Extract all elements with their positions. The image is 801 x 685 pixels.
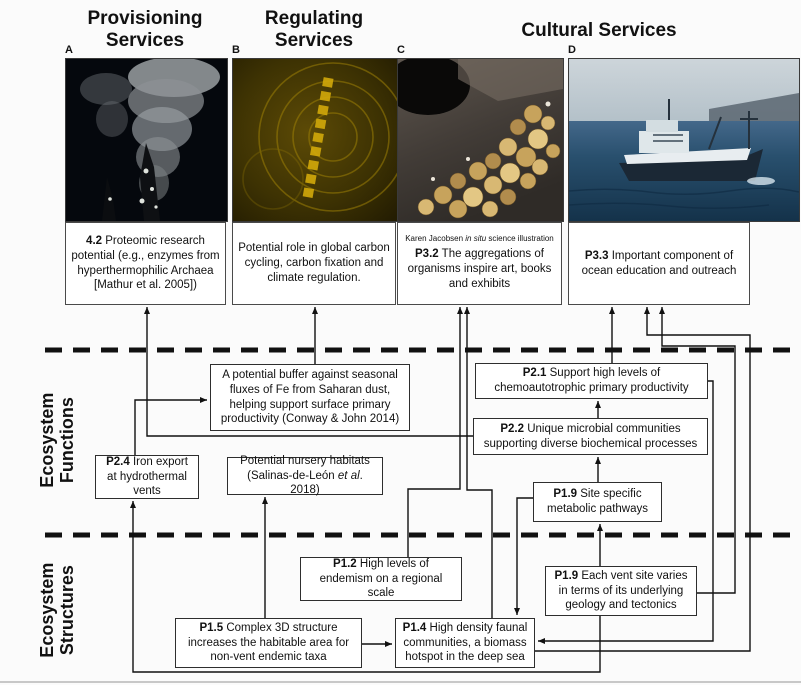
header-provisioning-services: Provisioning Services bbox=[87, 8, 203, 51]
panel-d-image-research-vessel bbox=[568, 58, 800, 222]
structure-box-complex-3d-structure: P1.5 Complex 3D structure increases the … bbox=[175, 618, 362, 668]
header-regulating-services: Regulating Services bbox=[264, 8, 364, 51]
service-box-c-text: P3.2 The aggregations of organisms inspi… bbox=[407, 247, 552, 290]
function-box-p19ss-text: P1.9 Site specific metabolic pathways bbox=[547, 488, 648, 515]
arrow-p19ev-to-p24 bbox=[130, 501, 601, 673]
arrow-p19ss-to-p14 bbox=[514, 497, 533, 615]
arrow-p22-to-panel-a bbox=[144, 307, 473, 437]
structure-box-faunal-communities: P1.4 High density faunal communities, a … bbox=[395, 618, 535, 668]
function-box-metabolic-pathways: P1.9 Site specific metabolic pathways bbox=[533, 482, 662, 522]
structure-box-p19ev-text: P1.9 Each vent site varies in terms of i… bbox=[554, 569, 688, 612]
panel-c-caption: Karen Jacobsen in situ science illustrat… bbox=[405, 234, 554, 244]
service-box-a-text: 4.2 Proteomic research potential (e.g., … bbox=[71, 234, 220, 292]
service-box-proteomic-research: 4.2 Proteomic research potential (e.g., … bbox=[65, 222, 226, 305]
service-box-carbon-cycling: Potential role in global carbon cycling,… bbox=[232, 222, 396, 305]
structure-box-p14-text: P1.4 High density faunal communities, a … bbox=[402, 621, 528, 664]
function-box-microbial-communities: P2.2 Unique microbial communities suppor… bbox=[473, 418, 708, 455]
service-box-ocean-education: P3.3 Important component of ocean educat… bbox=[568, 222, 750, 305]
section-label-ecosystem-functions: Ecosystem Functions bbox=[36, 392, 77, 488]
arrow-p21-to-p14 bbox=[538, 380, 714, 644]
structure-box-p15-text: P1.5 Complex 3D structure increases the … bbox=[187, 621, 350, 664]
arrow-p24-to-buffer bbox=[134, 397, 207, 455]
structure-box-p12-text: P1.2 High levels of endemism on a region… bbox=[319, 557, 443, 600]
panel-b-letter: B bbox=[232, 44, 240, 56]
section-label-ecosystem-structures: Ecosystem Structures bbox=[36, 562, 77, 658]
arrow-p14-to-panel-c bbox=[464, 307, 493, 618]
service-box-d-text: P3.3 Important component of ocean educat… bbox=[581, 249, 737, 277]
function-box-chemoautotrophic-productivity: P2.1 Support high levels of chemoautotro… bbox=[475, 363, 708, 399]
function-box-p24-text: P2.4 Iron export at hydrothermal vents bbox=[106, 455, 188, 498]
header-cultural-services: Cultural Services bbox=[521, 20, 677, 41]
arrow-p19ev-to-panel-d bbox=[659, 307, 736, 594]
function-box-buffer-text: A potential buffer against seasonal flux… bbox=[220, 368, 400, 426]
function-box-p21-text: P2.1 Support high levels of chemoautotro… bbox=[494, 367, 689, 394]
function-box-nursery-text: Potential nursery habitats (Salinas-de-L… bbox=[240, 454, 370, 497]
panel-a-letter: A bbox=[65, 44, 73, 56]
function-box-iron-export: P2.4 Iron export at hydrothermal vents bbox=[95, 455, 199, 499]
service-box-b-text: Potential role in global carbon cycling,… bbox=[238, 242, 390, 284]
arrow-p14-to-panel-d bbox=[535, 307, 751, 652]
arrow-p12-to-panel-c bbox=[407, 307, 463, 557]
structure-box-vent-site-geology: P1.9 Each vent site varies in terms of i… bbox=[545, 566, 697, 616]
panel-d-letter: D bbox=[568, 44, 576, 56]
structure-box-endemism: P1.2 High levels of endemism on a region… bbox=[300, 557, 462, 601]
panel-c-letter: C bbox=[397, 44, 405, 56]
function-box-p22-text: P2.2 Unique microbial communities suppor… bbox=[483, 422, 698, 450]
function-box-fe-buffer: A potential buffer against seasonal flux… bbox=[210, 364, 410, 431]
panel-b-image-microbial-fluorescence bbox=[232, 58, 398, 222]
panel-c-image-vent-organisms-illustration bbox=[397, 58, 564, 222]
panel-a-image-hydrothermal-vent bbox=[65, 58, 228, 222]
function-box-nursery-habitats: Potential nursery habitats (Salinas-de-L… bbox=[227, 455, 383, 496]
service-box-inspire-art: Karen Jacobsen in situ science illustrat… bbox=[397, 222, 562, 305]
